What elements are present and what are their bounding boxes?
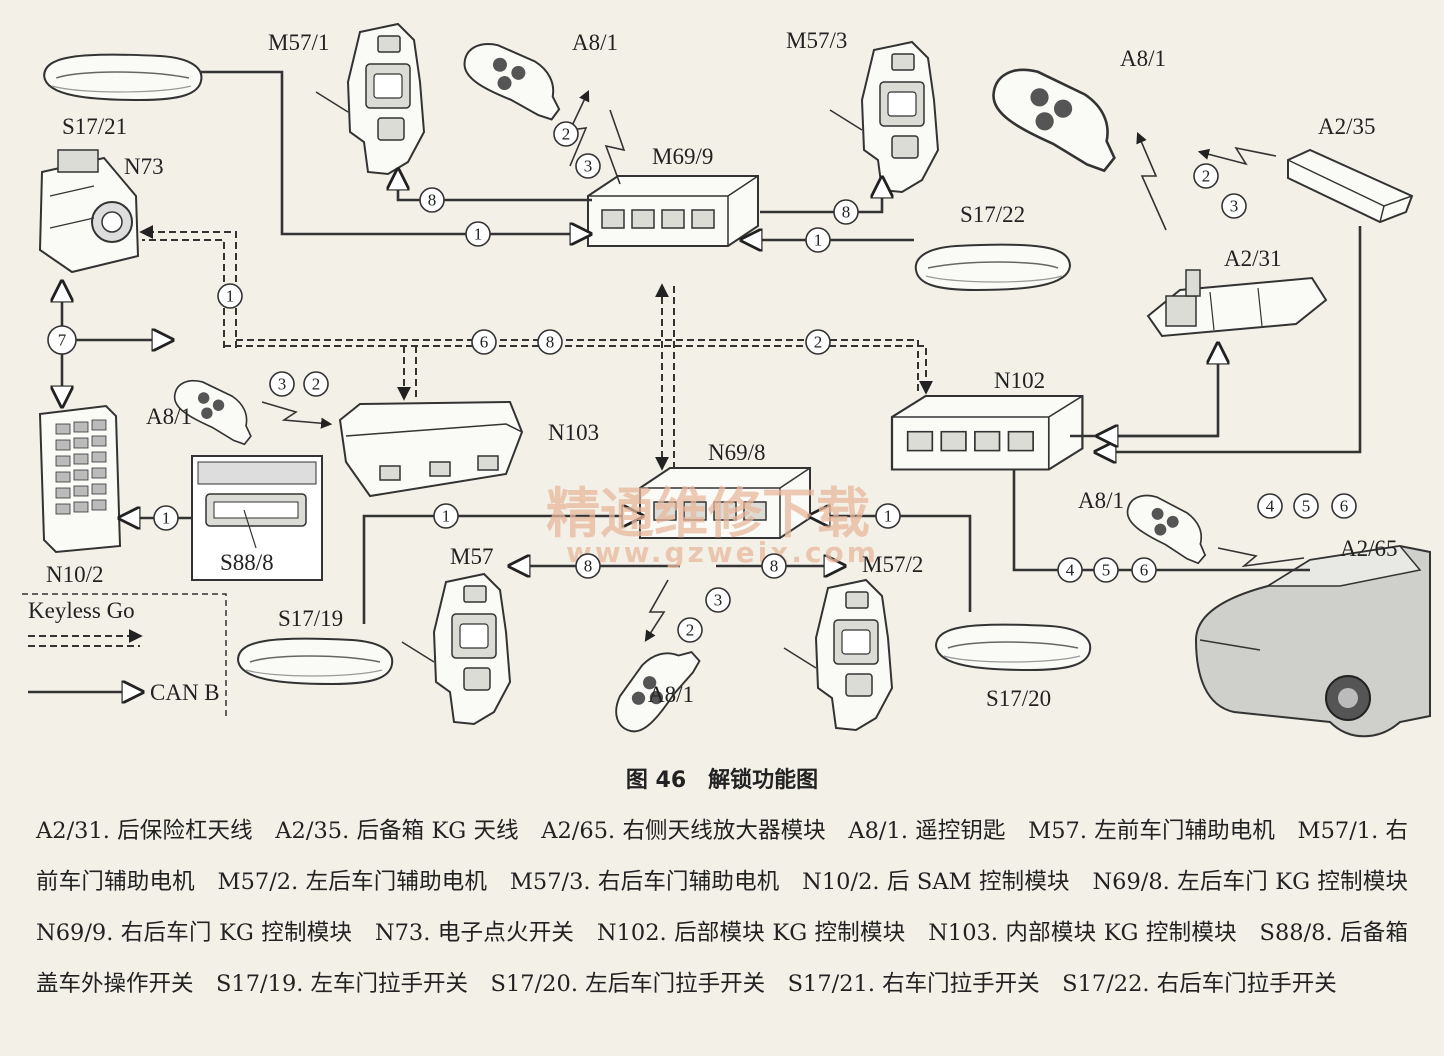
label-a8-1-left: A8/1 [146,404,192,429]
svg-text:6: 6 [1140,561,1149,580]
m57-1-motor-shape [315,23,425,175]
label-a8-1-top: A8/1 [572,30,618,55]
radio-signals [261,89,1305,642]
label-s17-21: S17/21 [62,114,127,139]
m57-motor-shape [401,573,511,725]
svg-text:8: 8 [584,557,593,576]
label-a8-1-car: A8/1 [1078,488,1124,513]
svg-text:3: 3 [714,591,723,610]
s88-8-switch-shape [191,455,323,581]
watermark-text: 精通维修下载 [546,482,870,545]
svg-text:3: 3 [584,157,593,176]
label-n102: N102 [994,368,1045,393]
legend-keyless-go: Keyless Go [28,598,135,623]
svg-text:1: 1 [814,231,823,250]
label-s88-8: S88/8 [220,550,274,575]
n102-module-shape [890,394,1084,471]
a2-35-antenna-shape [1287,148,1414,224]
label-a8-1-right: A8/1 [1120,46,1166,71]
legend-can-b: CAN B [150,680,220,705]
label-a8-1-bottom: A8/1 [648,682,694,707]
s17-21-handle-shape [43,53,203,102]
svg-text:5: 5 [1102,561,1111,580]
label-n73: N73 [124,154,164,179]
car-shape [1194,544,1431,738]
s17-20-handle-shape [935,623,1092,671]
svg-text:2: 2 [312,375,321,394]
n10-2-sam-module-shape [38,404,122,554]
label-s17-22: S17/22 [960,202,1025,227]
a8-1-right-key-shape [979,58,1135,174]
a2-31-antenna-shape [1146,269,1328,338]
label-s17-20: S17/20 [986,686,1051,711]
watermark-url: www.gzweix.com [566,536,879,569]
s17-22-handle-shape [914,243,1071,291]
label-m57-3: M57/3 [786,28,847,53]
label-a2-65: A2/65 [1340,536,1398,561]
m57-3-motor-shape [829,41,939,193]
svg-text:3: 3 [278,375,287,394]
svg-text:2: 2 [814,333,823,352]
m57-2-motor-shape [783,579,893,731]
svg-text:1: 1 [474,225,483,244]
label-m57-1: M57/1 [268,30,329,55]
svg-text:7: 7 [58,331,67,350]
svg-text:1: 1 [442,507,451,526]
label-s17-19: S17/19 [278,606,343,631]
svg-text:8: 8 [546,333,555,352]
svg-text:2: 2 [686,621,695,640]
svg-text:8: 8 [770,557,779,576]
component-description: A2/31. 后保险杠天线 A2/35. 后备箱 KG 天线 A2/65. 右侧… [36,818,1431,997]
a8-1-top-key-shape [454,35,574,122]
label-n103: N103 [548,420,599,445]
m69-9-module-shape [587,175,759,247]
label-m57-2: M57/2 [862,552,923,577]
n73-ignition-switch-shape [38,149,140,274]
s17-19-handle-shape [237,637,394,685]
svg-text:4: 4 [1266,497,1275,516]
label-m57: M57 [450,544,493,569]
svg-text:8: 8 [428,191,437,210]
svg-text:1: 1 [884,507,893,526]
figure-caption: 图 46 解锁功能图 [625,768,819,793]
label-n10-2: N10/2 [46,562,104,587]
n103-module-shape [338,400,524,498]
a8-1-car-key-shape [1117,487,1220,566]
number-badges: 8 1 2 3 8 1 2 3 1 7 6 8 2 3 2 1 1 1 8 8 … [47,121,1357,643]
svg-text:4: 4 [1066,561,1075,580]
svg-text:3: 3 [1230,197,1239,216]
svg-text:6: 6 [1340,497,1349,516]
label-a2-35: A2/35 [1318,114,1376,139]
svg-text:6: 6 [480,333,489,352]
label-n69-8: N69/8 [708,440,766,465]
svg-text:1: 1 [226,287,235,306]
svg-text:5: 5 [1302,497,1311,516]
svg-text:2: 2 [562,125,571,144]
can-b-lines [62,70,1362,624]
label-m69-9: M69/9 [652,144,713,169]
svg-text:8: 8 [842,203,851,222]
svg-text:1: 1 [162,509,171,528]
label-a2-31: A2/31 [1224,246,1282,271]
unlock-function-diagram: Keyless Go CAN B 精通维修下载 www.gzweix.com M… [22,23,1431,745]
keyless-go-lines [139,225,933,471]
legend-box [22,593,227,720]
svg-text:2: 2 [1202,167,1211,186]
